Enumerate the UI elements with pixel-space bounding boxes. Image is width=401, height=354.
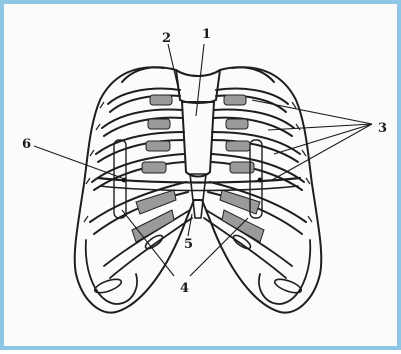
label-1: 1 xyxy=(202,27,211,42)
label-2: 2 xyxy=(162,31,171,46)
rib-hatching xyxy=(84,102,312,222)
rib-cage-diagram: 1 2 3 4 5 6 xyxy=(4,4,401,354)
label-5: 5 xyxy=(184,237,193,252)
sternum-body xyxy=(182,102,214,177)
transverse-line xyxy=(98,178,300,183)
label-6: 6 xyxy=(22,137,31,152)
clavicle-left xyxy=(122,67,176,82)
transverse-line-lower xyxy=(100,186,298,191)
xiphoid-process xyxy=(190,174,206,218)
leader-lines xyxy=(34,44,372,276)
label-3: 3 xyxy=(378,121,387,136)
clavicle-right xyxy=(220,67,274,82)
label-4: 4 xyxy=(180,281,189,296)
